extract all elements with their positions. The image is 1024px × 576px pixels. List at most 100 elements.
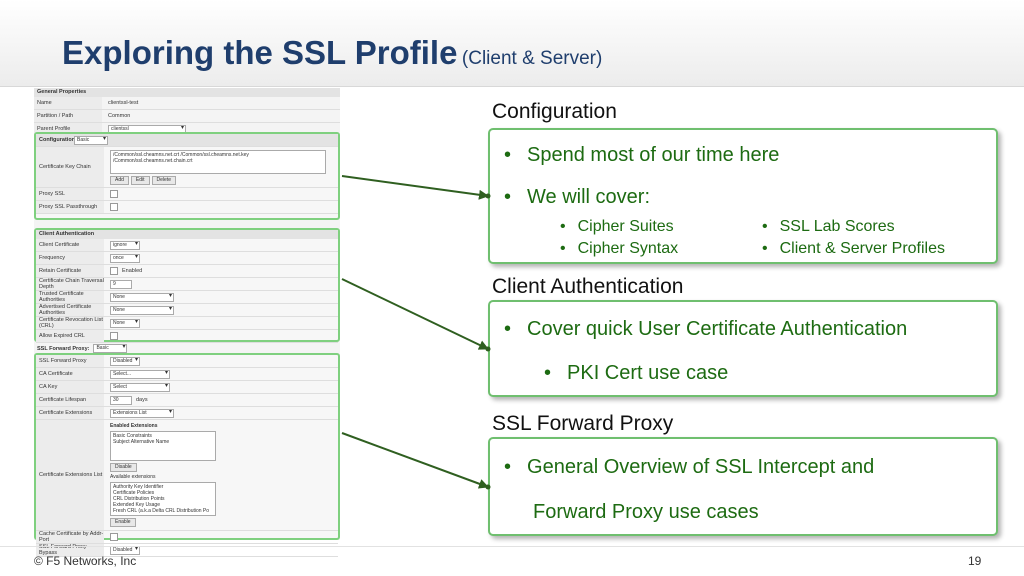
bullet-text: Cipher Syntax (577, 240, 679, 257)
fwd-proxy-enable-select[interactable]: Disabled (110, 356, 140, 366)
name-value: clientssl-test (108, 100, 139, 106)
arrow-forward-proxy (341, 432, 491, 490)
bullet-dot: • (504, 318, 512, 340)
proxy-ssl-label: Proxy SSL (36, 188, 104, 200)
chain-depth-row: Certificate Chain Traversal Depth 9 (36, 278, 338, 291)
enable-button[interactable]: Enable (110, 518, 136, 527)
title-sub: (Client & Server) (461, 48, 603, 69)
available-ext-list[interactable]: Authority Key Identifier Certificate Pol… (110, 482, 216, 516)
copyright-text: © F5 Networks, Inc (34, 554, 137, 568)
cert-lifespan-input[interactable]: 30 (110, 395, 132, 405)
delete-button[interactable]: Delete (151, 175, 176, 185)
advertised-ca-label: Advertised Certificate Authorities (36, 304, 104, 316)
footer-divider (0, 546, 1024, 547)
title-bar (0, 0, 1024, 87)
enabled-ext-list[interactable]: Basic Constraints Subject Alternative Na… (110, 431, 216, 461)
partition-row: Partition / Path Common (34, 110, 340, 123)
retain-cert-text: Enabled (122, 268, 143, 274)
enabled-ext-item: Basic Constraints (113, 433, 152, 439)
cache-cert-row: Cache Certificate by Addr-Port (36, 531, 338, 544)
config-bullet-2: •We will cover: (504, 186, 650, 209)
client-cert-select[interactable]: ignore (110, 240, 140, 250)
proxy-ssl-checkbox[interactable] (110, 190, 118, 198)
client-cert-row: Client Certificate ignore (36, 239, 338, 252)
bullet-dot: • (504, 144, 512, 166)
available-ext-item: Fresh CRL (a.k.a Delta CRL Distribution … (113, 508, 210, 514)
client-auth-box: •Cover quick User Certificate Authentica… (488, 300, 998, 397)
proxy-ssl-passthrough-row: Proxy SSL Passthrough (36, 201, 338, 214)
general-properties-header: General Properties (34, 88, 340, 97)
retain-cert-checkbox[interactable] (110, 267, 118, 275)
advertised-ca-row: Advertised Certificate Authorities None (36, 304, 338, 317)
configuration-section: Configuration: Basic Certificate Key Cha… (34, 132, 340, 220)
bullet-dot: • (762, 240, 768, 257)
forward-proxy-mode-select[interactable]: Basic (93, 344, 128, 353)
available-ext-item: CRL Distribution Points (113, 496, 165, 502)
enabled-ext-item: Subject Alternative Name (113, 439, 170, 445)
frequency-select[interactable]: once (110, 253, 140, 263)
available-ext-label: Available extensions (110, 474, 156, 480)
client-auth-sub-bullet: •PKI Cert use case (544, 362, 728, 385)
cert-lifespan-unit: days (136, 397, 148, 403)
cert-key-chain-label: Certificate Key Chain (36, 147, 104, 187)
fwd-proxy-row: SSL Forward Proxy Disabled (36, 355, 338, 368)
proxy-ssl-passthrough-checkbox[interactable] (110, 203, 118, 211)
chain-depth-input[interactable]: 9 (110, 279, 132, 289)
advertised-ca-select[interactable]: None (110, 305, 174, 315)
trusted-ca-select[interactable]: None (110, 292, 174, 302)
cert-extensions-select[interactable]: Extensions List (110, 408, 174, 418)
client-cert-label: Client Certificate (36, 239, 104, 251)
partition-value: Common (108, 113, 131, 119)
bullet-text: Client & Server Profiles (779, 240, 945, 257)
bullet-text: SSL Lab Scores (779, 218, 895, 235)
disable-button[interactable]: Disable (110, 463, 137, 472)
cert-extensions-label: Certificate Extensions (36, 407, 104, 419)
title-main: Exploring the SSL Profile (62, 34, 458, 71)
crl-select[interactable]: None (110, 318, 140, 328)
trusted-ca-label: Trusted Certificate Authorities (36, 291, 104, 303)
cert-extensions-list-label: Certificate Extensions List (36, 420, 104, 530)
forward-proxy-bullet: •General Overview of SSL Intercept and (504, 456, 874, 479)
allow-expired-crl-checkbox[interactable] (110, 332, 118, 340)
client-auth-heading: Client Authentication (492, 275, 684, 298)
allow-expired-crl-row: Allow Expired CRL (36, 330, 338, 343)
config-sub-bullet: •Cipher Syntax (560, 240, 678, 258)
forward-proxy-heading: SSL Forward Proxy (492, 412, 674, 435)
configuration-mode-select[interactable]: Basic (74, 135, 108, 145)
cert-lifespan-label: Certificate Lifespan (36, 394, 104, 406)
bullet-dot: • (504, 186, 512, 208)
ca-cert-select[interactable]: Select... (110, 369, 170, 379)
chain-depth-label: Certificate Chain Traversal Depth (36, 278, 104, 290)
allow-expired-crl-label: Allow Expired CRL (36, 330, 104, 342)
partition-label: Partition / Path (34, 110, 102, 122)
proxy-ssl-row: Proxy SSL (36, 188, 338, 201)
fwd-proxy-bypass-label: SSL Forward Proxy Bypass (36, 544, 104, 556)
name-label: Name (34, 97, 102, 109)
config-sub-bullet: •Cipher Suites (560, 218, 674, 236)
cert-extensions-row: Certificate Extensions Extensions List (36, 407, 338, 420)
edit-button[interactable]: Edit (130, 175, 150, 185)
proxy-ssl-passthrough-label: Proxy SSL Passthrough (36, 201, 104, 213)
crl-row: Certificate Revocation List (CRL) None (36, 317, 338, 330)
enabled-ext-label: Enabled Extensions (110, 423, 158, 429)
forward-proxy-bullet-cont: Forward Proxy use cases (533, 501, 759, 523)
forward-proxy-mode-row: SSL Forward Proxy: Basic (34, 344, 340, 354)
fwd-proxy-enable-label: SSL Forward Proxy (36, 355, 104, 367)
cache-cert-label: Cache Certificate by Addr-Port (36, 531, 104, 543)
bullet-dot: • (504, 456, 512, 478)
ssl-profile-screenshot: General Properties Name clientssl-test P… (34, 88, 340, 557)
retain-cert-label: Retain Certificate (36, 265, 104, 277)
bullet-dot: • (560, 218, 566, 235)
cache-cert-checkbox[interactable] (110, 533, 118, 541)
add-button[interactable]: Add (110, 175, 129, 185)
available-ext-item: Extended Key Usage (113, 502, 160, 508)
bullet-dot: • (544, 362, 552, 384)
forward-proxy-section: SSL Forward Proxy Disabled CA Certificat… (34, 353, 340, 557)
bullet-text: Spend most of our time here (527, 144, 780, 166)
frequency-label: Frequency (36, 252, 104, 264)
trusted-ca-row: Trusted Certificate Authorities None (36, 291, 338, 304)
ca-key-select[interactable]: Select (110, 382, 170, 392)
cert-key-chain-list[interactable]: /Common/ssl.cheamns.net.crt /Common/ssl.… (110, 149, 326, 174)
name-row: Name clientssl-test (34, 97, 340, 110)
